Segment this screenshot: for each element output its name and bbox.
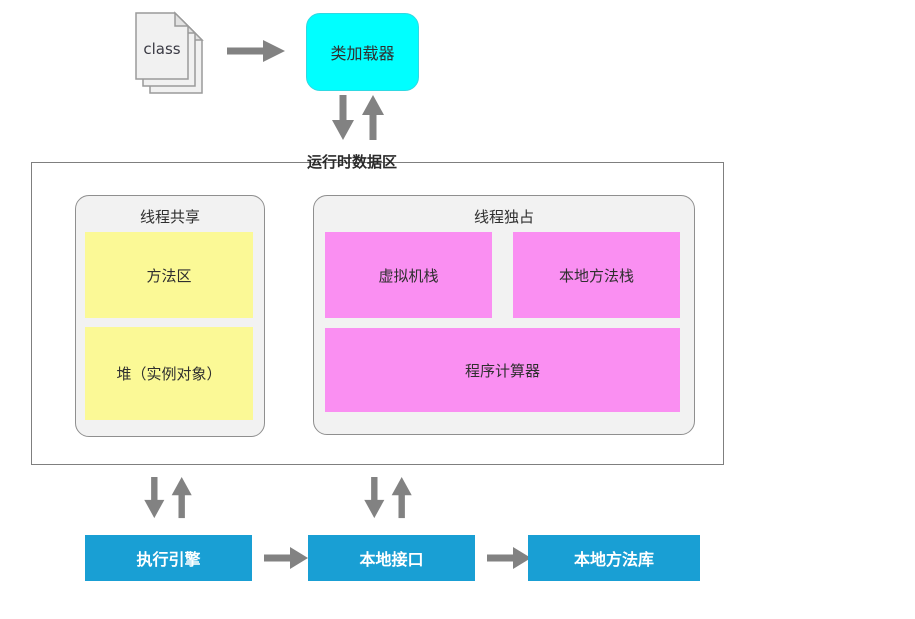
native-method-library-label: 本地方法库 xyxy=(573,550,654,569)
execution-engine-box: 执行引擎 xyxy=(85,535,252,581)
right-arrow-icon xyxy=(487,547,531,569)
thread-shared-title: 线程共享 xyxy=(139,208,200,226)
down-up-arrows-icon xyxy=(144,477,192,519)
runtime-data-area-title: 运行时数据区 xyxy=(306,153,397,171)
vm-stack-box: 虚拟机栈 xyxy=(325,232,492,318)
native-interface-label: 本地接口 xyxy=(359,550,424,569)
right-arrow-icon xyxy=(264,547,308,569)
runtime-data-area-box xyxy=(31,162,724,465)
class-file-icon: class xyxy=(135,11,204,94)
native-method-stack-box: 本地方法栈 xyxy=(513,232,680,318)
method-area-box: 方法区 xyxy=(85,232,253,318)
down-up-arrows-icon xyxy=(364,477,412,519)
thread-exclusive-title: 线程独占 xyxy=(473,208,534,226)
program-counter-box: 程序计算器 xyxy=(325,328,680,412)
class-loader-box: 类加载器 xyxy=(306,13,419,91)
native-interface-box: 本地接口 xyxy=(308,535,475,581)
program-counter-label: 程序计算器 xyxy=(464,361,540,380)
execution-engine-label: 执行引擎 xyxy=(136,550,201,569)
vm-stack-label: 虚拟机栈 xyxy=(378,266,439,285)
heap-label: 堆（实例对象） xyxy=(116,365,222,383)
heap-box: 堆（实例对象） xyxy=(85,327,253,420)
right-arrow-icon xyxy=(227,40,285,62)
method-area-label: 方法区 xyxy=(146,266,192,285)
class-loader-label: 类加载器 xyxy=(330,44,395,63)
down-up-arrows-icon xyxy=(332,95,384,140)
native-method-library-box: 本地方法库 xyxy=(528,535,700,581)
native-method-stack-label: 本地方法栈 xyxy=(558,266,634,285)
class-file-label: class xyxy=(143,40,180,58)
